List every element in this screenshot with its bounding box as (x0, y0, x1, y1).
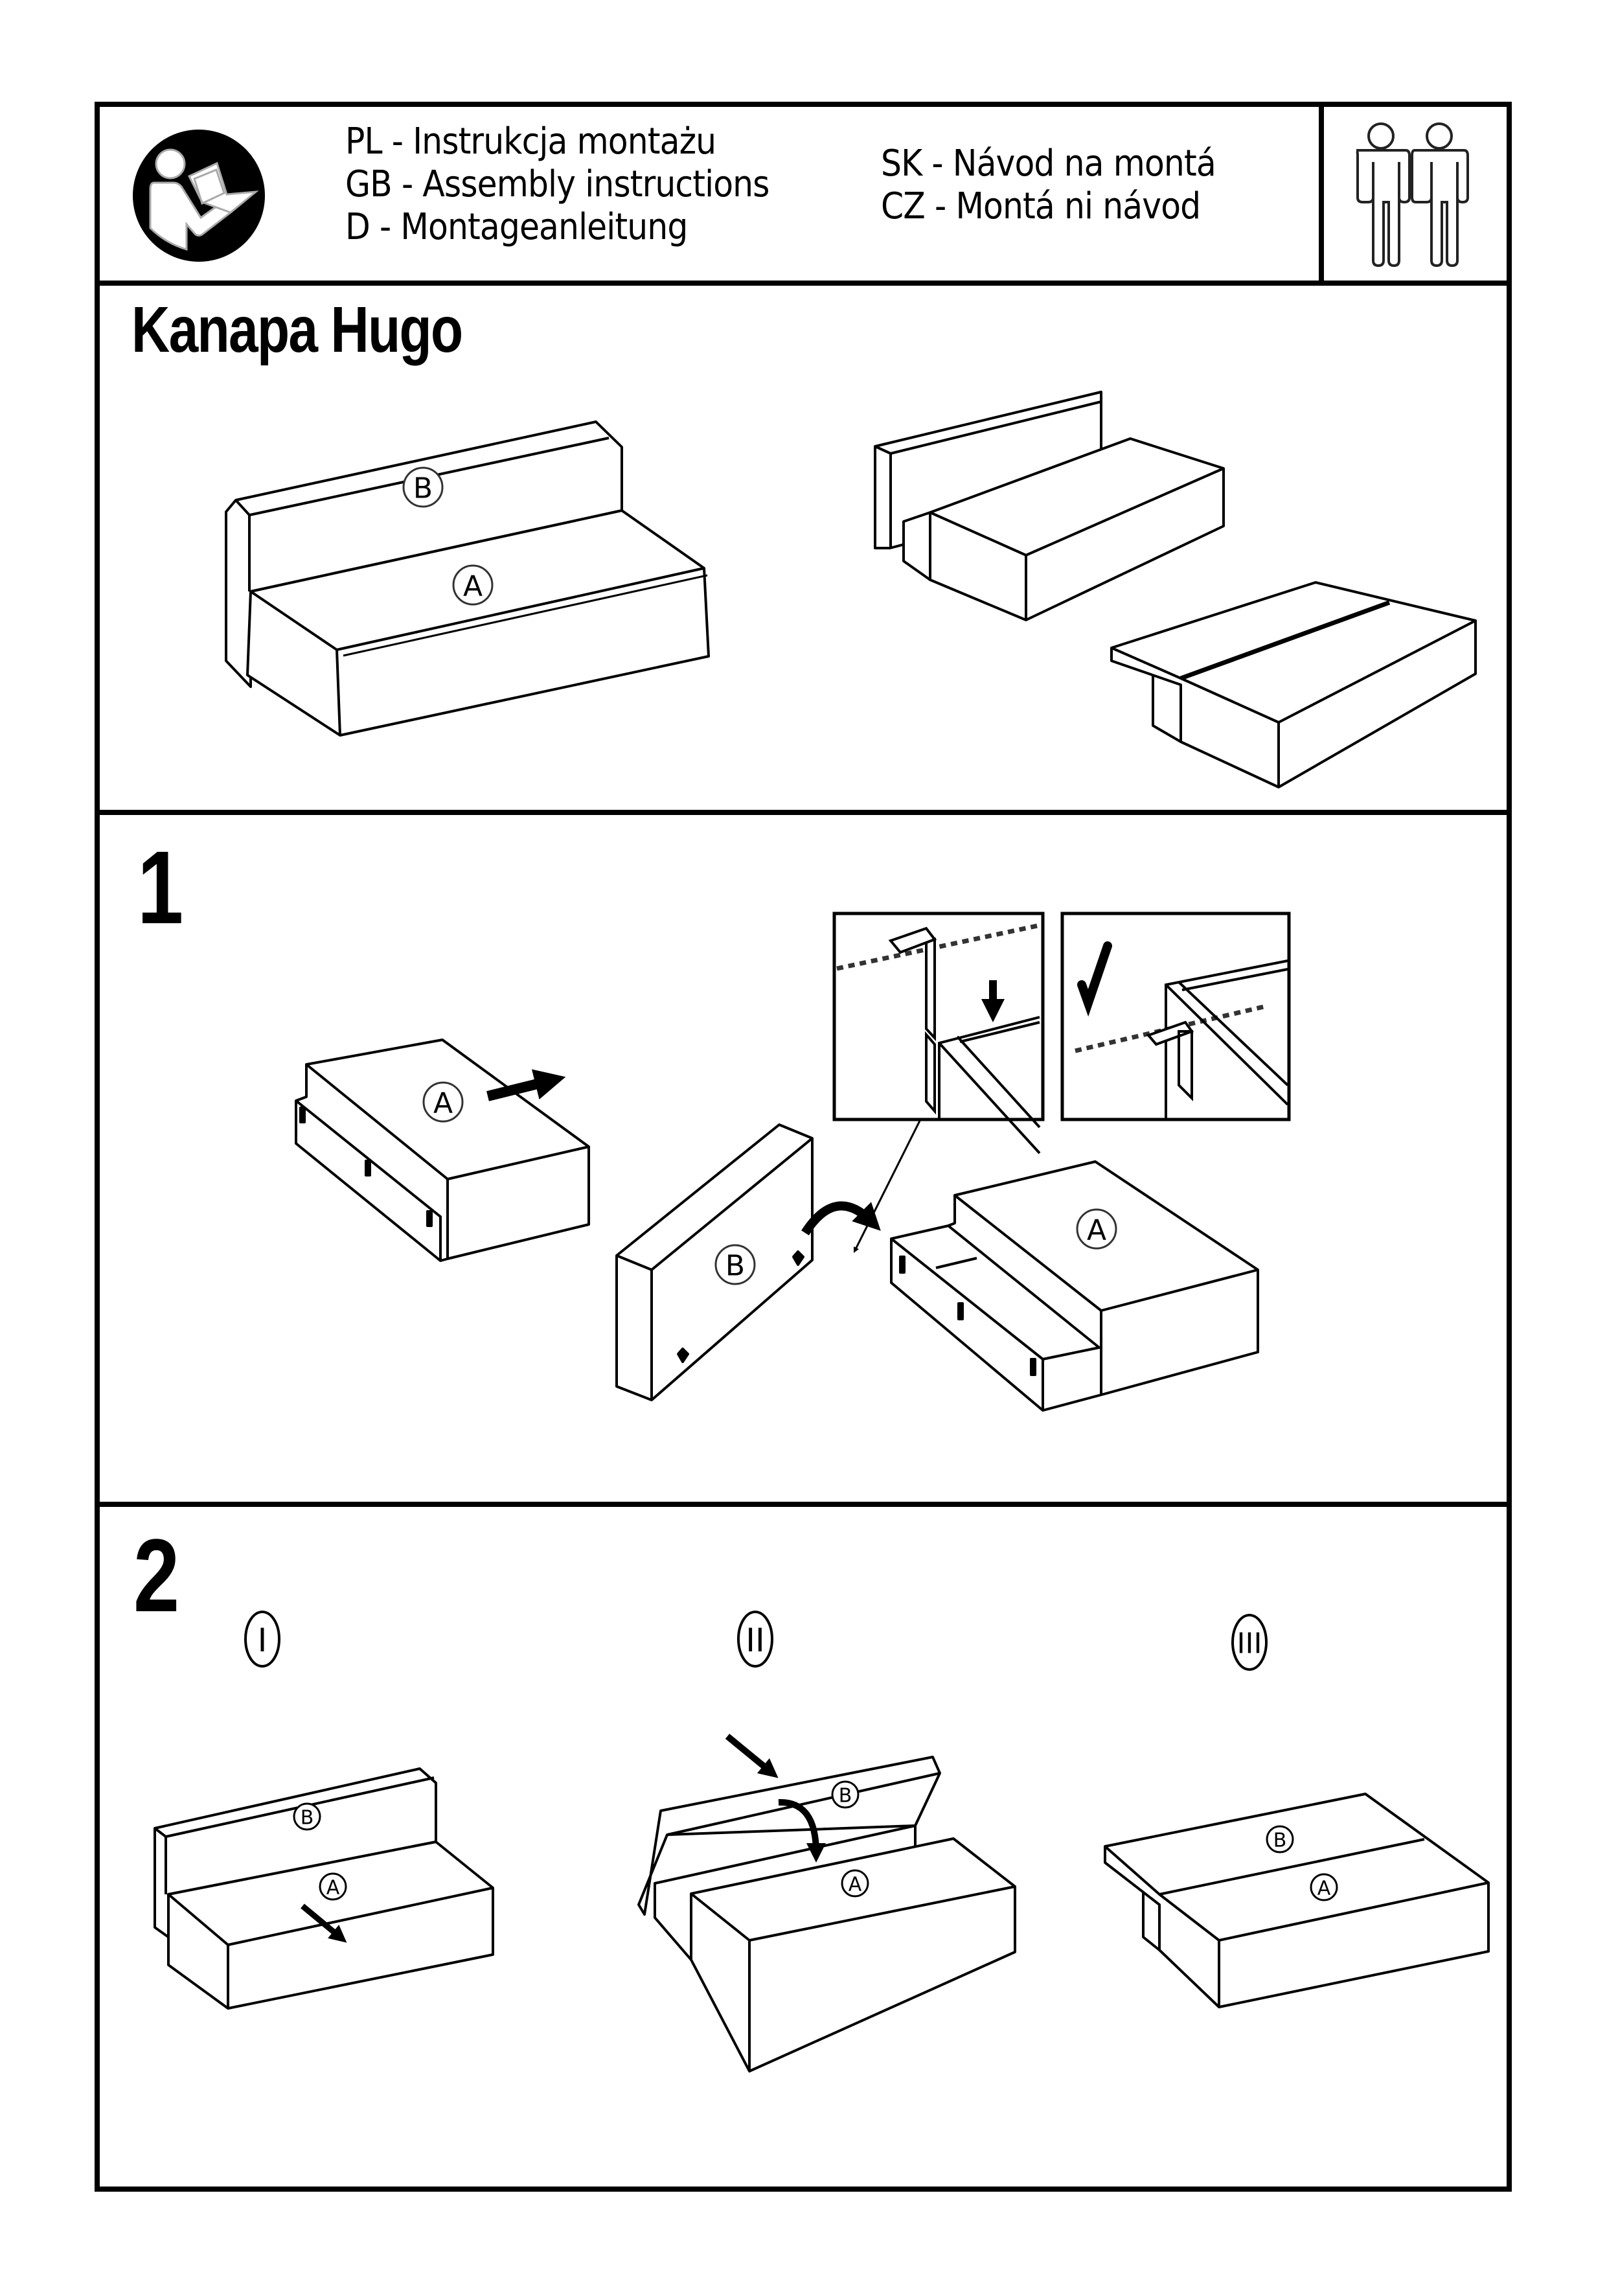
svg-text:B: B (725, 1250, 745, 1283)
step1-seat-a-with-base (890, 1160, 1259, 1412)
svg-text:A: A (1317, 1877, 1331, 1900)
svg-text:A: A (433, 1087, 453, 1120)
part-label-b-overview: B (402, 466, 444, 508)
pull-arrow-icon (301, 1903, 347, 1943)
read-manual-icon (133, 130, 265, 262)
svg-text:A: A (463, 570, 483, 603)
press-arrow-icon (725, 1734, 779, 1778)
part-label-a-step1-base: A (1076, 1208, 1117, 1250)
step1-backrest-b (615, 1123, 814, 1401)
part-label-a-overview: A (452, 564, 494, 606)
svg-text:B: B (413, 472, 433, 505)
svg-text:III: III (1237, 1627, 1262, 1660)
part-label-a-step2-ii: A (841, 1869, 869, 1898)
svg-text:A: A (326, 1877, 340, 1900)
lang-pl: PL - Instrukcja montażu (345, 121, 716, 163)
overview-sofa-assembled (225, 420, 710, 737)
step-number-1: 1 (137, 829, 184, 945)
push-arrow-icon (486, 1069, 566, 1101)
part-label-b-step1: B (714, 1244, 756, 1285)
substep-label-iii: III (1231, 1614, 1268, 1671)
part-label-b-step2-ii: B (831, 1780, 860, 1809)
step-number-2: 2 (133, 1517, 180, 1633)
svg-text:I: I (258, 1622, 268, 1659)
lang-d: D - Montageanleitung (345, 206, 688, 248)
section-divider-2 (95, 1502, 1512, 1507)
part-label-a-step2-iii: A (1310, 1873, 1338, 1901)
header-divider (95, 281, 1512, 286)
lang-gb: GB - Assembly instructions (345, 163, 769, 205)
fold-arrow-icon (778, 1798, 826, 1863)
svg-text:B: B (1273, 1830, 1287, 1852)
substep-label-ii: II (737, 1611, 773, 1668)
svg-text:A: A (1087, 1214, 1106, 1247)
step2-sofa-ii (637, 1756, 1016, 2072)
part-label-b-step2-i: B (293, 1802, 321, 1831)
two-persons-icon (1356, 122, 1469, 268)
detail-pointer-line (853, 1120, 921, 1254)
bracket-correct-inset (1060, 912, 1291, 1121)
step1-seat-a-start (295, 1039, 590, 1262)
page-frame (95, 102, 1512, 2192)
section-divider-1 (95, 810, 1512, 815)
part-label-b-step2-iii: B (1266, 1825, 1294, 1854)
part-label-a-step1: A (422, 1081, 464, 1123)
step2-sofa-iii (1104, 1793, 1490, 2008)
substep-label-i: I (244, 1611, 280, 1668)
product-title: Kanapa Hugo (131, 293, 463, 366)
svg-text:B: B (839, 1785, 852, 1808)
header-icon-divider (1319, 102, 1324, 286)
part-label-a-step2-i: A (319, 1872, 347, 1901)
lang-cz: CZ - Montá ni návod (881, 185, 1201, 227)
svg-text:II: II (746, 1622, 765, 1659)
overview-sofa-extended (874, 391, 1477, 788)
checkmark-icon (1077, 941, 1112, 1017)
lang-sk: SK - Návod na montá (881, 143, 1216, 185)
svg-text:B: B (301, 1807, 314, 1830)
rotate-arrow-icon (801, 1201, 881, 1235)
bracket-detail-inset (832, 912, 1045, 1154)
svg-text:A: A (849, 1874, 862, 1896)
